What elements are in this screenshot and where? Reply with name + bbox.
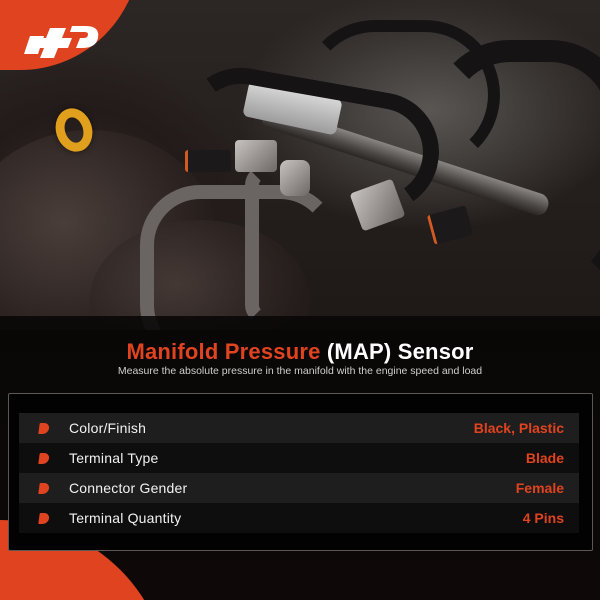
spec-value: Blade bbox=[525, 450, 564, 466]
spec-row-terminal-quantity: Terminal Quantity 4 Pins bbox=[19, 503, 579, 533]
specs-panel: Color/Finish Black, Plastic Terminal Typ… bbox=[8, 393, 593, 551]
engine-bay-photo bbox=[0, 0, 600, 330]
spec-value: Female bbox=[515, 480, 564, 496]
d-shape-bullet-icon bbox=[38, 482, 50, 494]
d-shape-bullet-icon bbox=[38, 452, 50, 464]
spec-label: Connector Gender bbox=[69, 480, 188, 496]
wire-loom-thick-shape bbox=[430, 40, 600, 300]
spec-label: Terminal Quantity bbox=[69, 510, 182, 526]
header: Manifold Pressure (MAP) Sensor Measure t… bbox=[0, 338, 600, 377]
page-subtitle: Measure the absolute pressure in the man… bbox=[117, 365, 483, 377]
spec-label: Terminal Type bbox=[69, 450, 159, 466]
sensor-connector-shape bbox=[185, 150, 231, 172]
spec-value: Black, Plastic bbox=[473, 420, 564, 436]
spec-row-color-finish: Color/Finish Black, Plastic bbox=[19, 413, 579, 443]
specs-table: Color/Finish Black, Plastic Terminal Typ… bbox=[19, 413, 579, 533]
spec-value: 4 Pins bbox=[522, 510, 564, 526]
spec-row-connector-gender: Connector Gender Female bbox=[19, 473, 579, 503]
vacuum-hose-shape bbox=[140, 185, 340, 330]
a-premium-logo-icon bbox=[24, 26, 99, 58]
d-shape-bullet-icon bbox=[38, 422, 50, 434]
title-accent: Manifold Pressure bbox=[126, 339, 321, 364]
spec-label: Color/Finish bbox=[69, 420, 147, 436]
pressure-fitting-shape bbox=[280, 160, 310, 196]
d-shape-bullet-icon bbox=[38, 512, 50, 524]
map-sensor-bracket-shape bbox=[235, 140, 277, 172]
spec-row-terminal-type: Terminal Type Blade bbox=[19, 443, 579, 473]
page-title: Manifold Pressure (MAP) Sensor bbox=[0, 338, 600, 366]
vacuum-hose-down-shape bbox=[245, 165, 305, 325]
title-rest: (MAP) Sensor bbox=[320, 339, 474, 364]
